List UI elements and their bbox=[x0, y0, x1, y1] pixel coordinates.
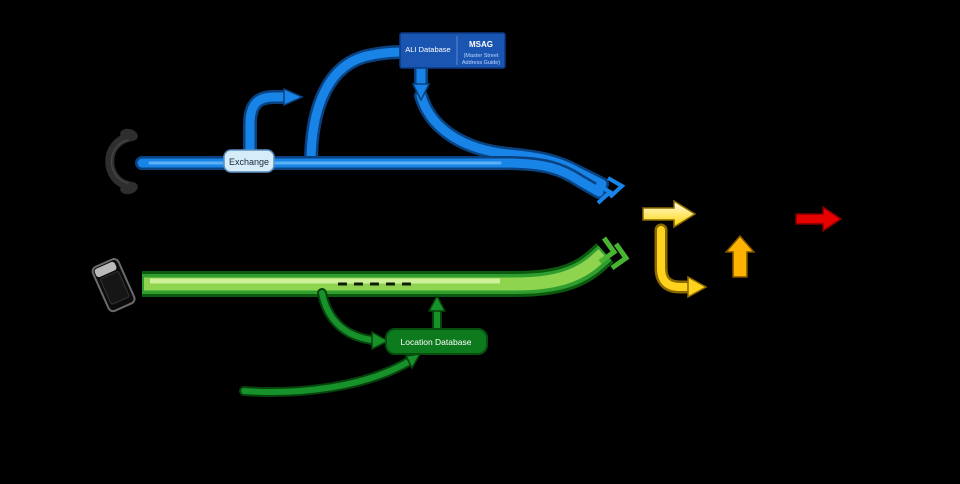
exchange-label: Exchange bbox=[229, 157, 269, 167]
ali-database-label: ALI Database bbox=[405, 45, 450, 54]
exchange-query-arrowhead bbox=[283, 87, 304, 107]
ali-response-arrowhead bbox=[411, 83, 431, 102]
location-database-node: Location Database bbox=[385, 328, 488, 355]
msag-label: MSAG bbox=[469, 40, 493, 49]
call-answer-arrow-icon bbox=[642, 199, 697, 229]
call-transfer-elbow-arrow-icon bbox=[654, 223, 708, 299]
mobile-call-flow bbox=[142, 236, 630, 397]
to-location-db-arrowhead bbox=[371, 330, 390, 351]
location-database-label: Location Database bbox=[401, 337, 472, 347]
landline-flow-continuation-chevrons bbox=[595, 176, 626, 205]
landline-phone-icon bbox=[105, 128, 138, 195]
msag-subtitle-line1: (Master Street bbox=[464, 53, 499, 59]
emergency-response-arrow-icon bbox=[795, 205, 843, 233]
location-to-flow-arrowhead bbox=[427, 294, 447, 312]
exchange-box bbox=[223, 149, 275, 173]
dispatch-up-arrow-icon bbox=[724, 234, 756, 278]
msag-subtitle-line2: Address Guide) bbox=[462, 60, 500, 66]
location-database-box bbox=[385, 328, 488, 355]
landline-call-flow bbox=[135, 45, 626, 205]
ali-msag-box bbox=[399, 32, 506, 69]
mobile-flow-continuation-chevrons bbox=[598, 236, 630, 271]
exchange-node: Exchange bbox=[223, 149, 275, 173]
mobile-phone-icon bbox=[91, 258, 136, 313]
ali-msag-database-box: ALI Database MSAG (Master Street Address… bbox=[399, 32, 506, 69]
